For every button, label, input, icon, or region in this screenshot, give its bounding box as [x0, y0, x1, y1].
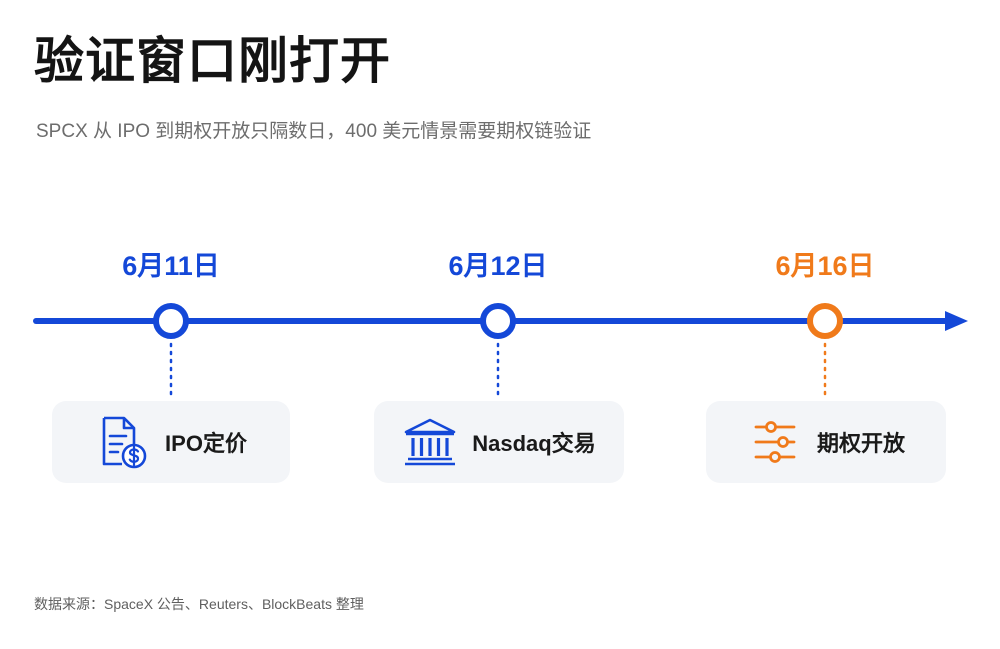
document-dollar-icon: [95, 414, 151, 470]
page-subtitle: SPCX 从 IPO 到期权开放只隔数日，400 美元情景需要期权链验证: [36, 121, 592, 142]
bank-building-icon: [402, 414, 458, 470]
timeline-node-1: [153, 303, 189, 339]
event-card-options: 期权开放: [706, 401, 946, 483]
event-label-3: 期权开放: [816, 431, 905, 456]
page-title: 验证窗口刚打开: [34, 33, 391, 89]
event-card-nasdaq: Nasdaq交易: [374, 401, 624, 483]
event-label-1: IPO定价: [165, 431, 247, 456]
event-date-3: 6月16日: [775, 251, 875, 281]
event-date-1: 6月11日: [122, 251, 220, 281]
timeline-arrowhead: [945, 311, 968, 331]
event-date-2: 6月12日: [448, 251, 548, 281]
timeline-node-2: [480, 303, 516, 339]
data-source-note: 数据来源：SpaceX 公告、Reuters、BlockBeats 整理: [34, 596, 364, 612]
event-card-ipo: IPO定价: [52, 401, 290, 483]
event-label-2: Nasdaq交易: [472, 431, 596, 456]
timeline-node-3: [807, 303, 843, 339]
sliders-icon: [747, 414, 803, 470]
